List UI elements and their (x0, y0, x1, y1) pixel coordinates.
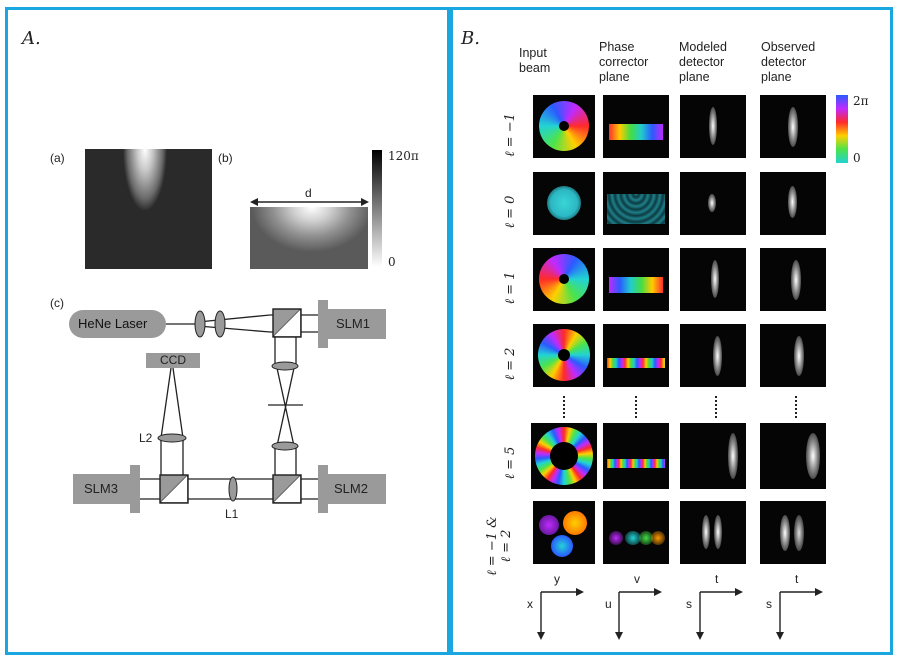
panel-b-label: B. (461, 28, 480, 49)
axis-label-v: v (634, 572, 640, 586)
phase-plane-l0 (603, 172, 669, 235)
input-beam-l2 (533, 324, 595, 387)
axis-label-y: y (554, 572, 560, 586)
subfigure-b-label: (b) (218, 151, 233, 165)
lens-l2-label: L2 (139, 431, 153, 445)
observed-plane-combined (760, 501, 826, 564)
row-label-l0: ℓ = 0 (503, 195, 518, 229)
axis-label-s: s (766, 597, 772, 611)
modeled-plane-combined (680, 501, 746, 564)
input-beam-l0 (533, 172, 595, 235)
observed-plane-l-minus1 (760, 95, 826, 158)
colorbar-min-label: 0 (388, 255, 396, 269)
phase-plane-l1 (603, 248, 669, 311)
axis-label-t: t (715, 572, 719, 586)
phase-plane-l-minus1 (603, 95, 669, 158)
ccd-label: CCD (160, 353, 186, 367)
observed-plane-l0 (760, 172, 826, 235)
row-label-l2: ℓ = 2 (503, 347, 518, 381)
phase-colorbar-max-label: 2π (853, 94, 869, 108)
phase-colorbar-min-label: 0 (853, 151, 861, 165)
grayscale-colorbar (372, 150, 382, 267)
modeled-plane-l1 (680, 248, 746, 311)
lens-l1-label: L1 (225, 507, 239, 521)
input-beam-l-minus1 (533, 95, 595, 158)
axis-label-t: t (795, 572, 799, 586)
panel-a: A. (a) (b) (c) d 120π 0 (5, 7, 450, 655)
axis-label-s: s (686, 597, 692, 611)
slm3-label: SLM3 (84, 481, 118, 496)
row-label-l-minus1: ℓ = −1 (503, 113, 518, 157)
ellipsis-dots (795, 396, 797, 418)
distance-arrow (250, 198, 369, 206)
input-beam-l1 (533, 248, 595, 311)
ellipsis-dots (635, 396, 637, 418)
modeled-plane-l2 (680, 324, 746, 387)
axis-label-u: u (605, 597, 612, 611)
phase-map-image-a (85, 149, 212, 269)
axis-label-x: x (527, 597, 533, 611)
phase-colorbar (836, 95, 848, 163)
ellipsis-dots (563, 396, 565, 418)
subfigure-a-label: (a) (50, 151, 65, 165)
row-label-l5: ℓ = 5 (503, 446, 518, 480)
phase-plane-l2 (603, 324, 669, 387)
distance-label: d (305, 186, 312, 200)
laser-box (69, 310, 166, 338)
subfigure-c-label: (c) (50, 296, 64, 310)
input-beam-combined (533, 501, 595, 564)
observed-plane-l1 (760, 248, 826, 311)
modeled-plane-l0 (680, 172, 746, 235)
phase-map-image-b (250, 207, 368, 269)
colorbar-max-label: 120π (388, 149, 419, 163)
row-label-l1: ℓ = 1 (503, 271, 518, 305)
modeled-plane-l-minus1 (680, 95, 746, 158)
modeled-plane-l5 (680, 423, 746, 489)
slm1-label: SLM1 (336, 316, 370, 331)
phase-plane-combined (603, 501, 669, 564)
axes-indicators (537, 588, 823, 640)
slm2-label: SLM2 (334, 481, 368, 496)
observed-plane-l2 (760, 324, 826, 387)
ellipsis-dots (715, 396, 717, 418)
phase-plane-l5 (603, 423, 669, 489)
observed-plane-l5 (760, 423, 826, 489)
optical-setup-diagram (69, 300, 386, 513)
input-beam-l5 (531, 423, 597, 489)
laser-label: HeNe Laser (78, 316, 148, 331)
panel-a-label: A. (22, 28, 41, 49)
